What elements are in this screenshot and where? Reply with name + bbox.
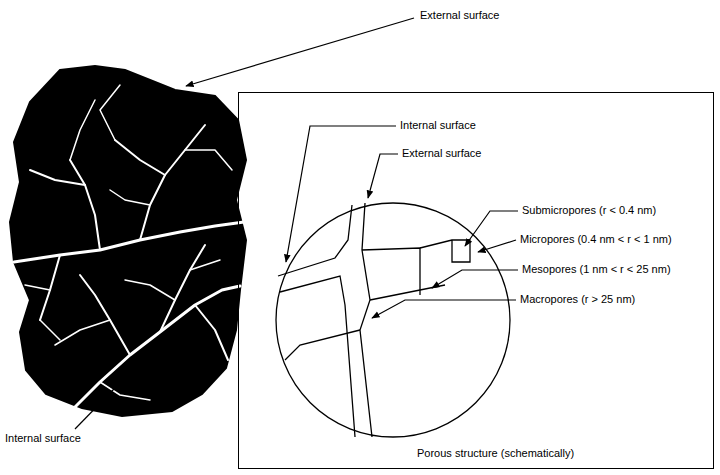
particle [10,66,246,416]
leader-line [75,352,150,429]
pore-class-label: Submicropores (r < 0.4 nm) [522,204,656,217]
leader-line [286,126,396,262]
cracks [14,85,244,412]
pore-schematic [276,203,510,437]
panel-caption: Porous structure (schematically) [417,447,574,460]
surface-label: Internal surface [400,119,476,132]
leader-line [372,300,516,318]
leader-line [478,240,516,252]
surface-label: External surface [420,9,499,22]
pore-class-label: Micropores (0.4 nm < r < 1 nm) [520,233,672,246]
surface-label: Internal surface [5,432,81,445]
pore-class-label: Macropores (r > 25 nm) [520,293,635,306]
leader-line [368,154,398,198]
leader-line [432,270,518,288]
pore-channels [278,203,470,437]
surface-label: External surface [402,147,481,160]
leader-line [186,18,414,86]
pore-class-label: Mesopores (1 nm < r < 25 nm) [522,263,671,276]
leader-line [465,211,518,246]
